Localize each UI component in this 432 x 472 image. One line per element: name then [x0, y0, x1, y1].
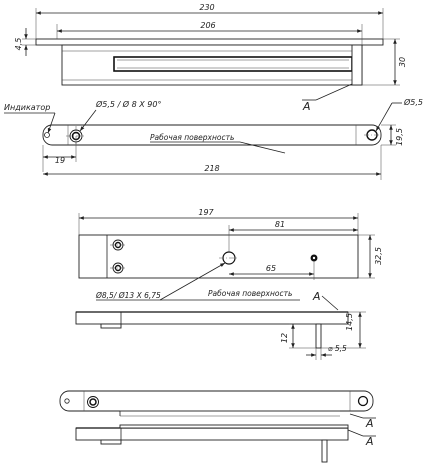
- side-work-surface-label: Рабочая поверхность: [208, 289, 292, 298]
- dim-197: 197: [198, 208, 214, 217]
- dim-218: 218: [204, 164, 219, 173]
- plate-side-outline: [75, 311, 349, 325]
- dim-32-5: 32,5: [374, 247, 383, 265]
- dim-19: 19: [55, 156, 65, 165]
- pin: [315, 323, 322, 349]
- view-assembly: A A: [59, 390, 376, 463]
- dim-14-5: 14,5: [345, 313, 354, 331]
- dim-206: 206: [200, 21, 215, 30]
- plate-hole-spec: Ø8,5/ Ø13 X 6,75: [95, 291, 161, 300]
- work-surface-label: Рабочая поверхность: [150, 133, 234, 142]
- dim-pin-diameter: ⌀ 5,5: [328, 344, 347, 353]
- right-hole-spec: Ø5,5: [403, 97, 423, 107]
- rail-outline: [42, 124, 382, 146]
- flange-plate: [35, 38, 384, 46]
- plate-outline: [78, 234, 359, 279]
- left-hole-spec: Ø5,5 / Ø 8 X 90°: [95, 99, 161, 109]
- indicator-label: Индикатор: [4, 103, 50, 112]
- side-label-a: A: [312, 290, 321, 303]
- dim-65: 65: [266, 264, 276, 273]
- view-plate-side: Рабочая поверхность A 14,5 12 ⌀ 5,5: [75, 289, 366, 360]
- dim-4-5: 4,5: [14, 38, 23, 51]
- assembly-label-a-2: A: [365, 435, 374, 448]
- slot: [113, 56, 353, 72]
- dim-12: 12: [280, 333, 289, 343]
- dim-81: 81: [275, 220, 285, 229]
- view-plate-top: 197 81 65 32,5 Ø8,5/ Ø13 X 6,75: [78, 208, 383, 301]
- assembly-label-a-1: A: [365, 417, 374, 430]
- dim-19-5: 19,5: [395, 128, 404, 146]
- view-top-profile: 230 206 4,5 30 A: [14, 3, 407, 113]
- label-a: A: [302, 100, 311, 113]
- assembly-rail: [59, 390, 374, 412]
- dim-230: 230: [199, 3, 214, 12]
- view-front-rail: Индикатор Ø5,5 / Ø 8 X 90° Ø5,5 Рабочая …: [4, 97, 423, 180]
- assembly-plate: [75, 427, 349, 441]
- dim-30: 30: [398, 57, 407, 67]
